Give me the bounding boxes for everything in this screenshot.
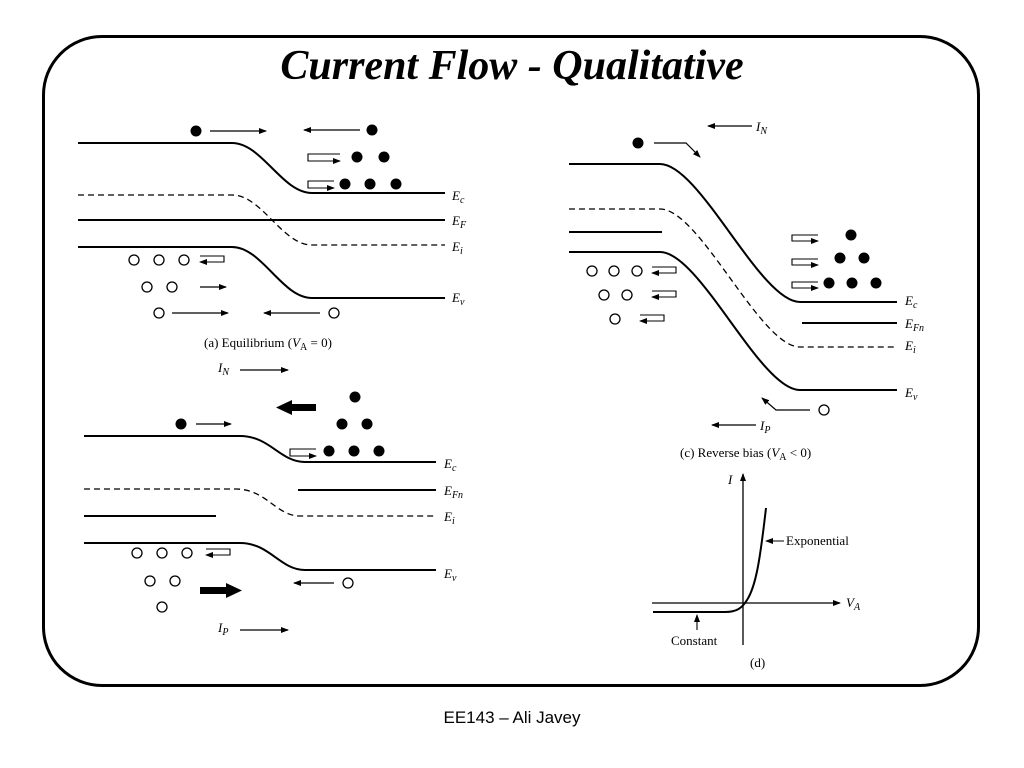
- electron: [339, 178, 351, 190]
- hole: [586, 265, 598, 277]
- electron-drift-arrow: [654, 142, 701, 158]
- electron: [175, 418, 187, 430]
- panel-a-ei-label: Ei: [451, 239, 463, 257]
- electron: [323, 445, 335, 457]
- electron: [351, 151, 363, 163]
- electron-reflect-arrow: [791, 234, 819, 244]
- panel-c-in-label: IN: [755, 119, 768, 137]
- panel-b-forward-bias: IN Ec EFn Ei Ev IP: [84, 360, 463, 638]
- panel-d-iv-curve: I VA Exponential Constant (d): [652, 472, 861, 670]
- hole: [153, 307, 165, 319]
- hole: [609, 313, 621, 325]
- panel-c-ev-band: [569, 251, 897, 391]
- hole-drift-arrow: [761, 397, 810, 411]
- panel-c-ec-band: [569, 163, 897, 303]
- iv-y-axis-label: I: [727, 472, 733, 487]
- hole: [141, 281, 153, 293]
- panel-c-caption: (c) Reverse bias (VA < 0): [680, 445, 811, 463]
- hole: [598, 289, 610, 301]
- electron: [834, 252, 846, 264]
- hole: [631, 265, 643, 277]
- hole: [153, 254, 165, 266]
- hole: [328, 307, 340, 319]
- panel-a-ec-band: [78, 142, 445, 194]
- hole-reflect-arrow: [199, 255, 225, 265]
- hole: [621, 289, 633, 301]
- electron: [870, 277, 882, 289]
- panel-a-ec-label: Ec: [451, 188, 465, 206]
- panel-a-ev-band: [78, 246, 445, 299]
- hole: [178, 254, 190, 266]
- panel-b-ei-line: [84, 488, 436, 517]
- iv-x-axis-label: VA: [846, 595, 861, 613]
- panel-c-ec-label: Ec: [904, 293, 918, 311]
- electron: [373, 445, 385, 457]
- electron: [349, 391, 361, 403]
- panel-a-equilibrium: Ec EF Ei Ev (a) Equilibrium (VA = 0): [78, 124, 467, 353]
- slide-footer: EE143 – Ali Javey: [443, 708, 581, 727]
- panel-c-ei-label: Ei: [904, 338, 916, 356]
- hole: [156, 601, 168, 613]
- panel-b-ec-label: Ec: [443, 456, 457, 474]
- electron: [390, 178, 402, 190]
- hole: [144, 575, 156, 587]
- panel-c-efn-label: EFn: [904, 316, 924, 334]
- constant-annotation: Constant: [671, 633, 718, 648]
- electron: [336, 418, 348, 430]
- electron: [846, 277, 858, 289]
- panel-b-ev-label: Ev: [443, 566, 457, 584]
- panel-c-ei-line: [569, 208, 897, 348]
- panel-b-ec-band: [84, 435, 436, 463]
- hole-reflect-arrow: [639, 314, 665, 324]
- panel-a-ef-label: EF: [451, 213, 467, 231]
- hole: [608, 265, 620, 277]
- electron: [364, 178, 376, 190]
- panel-a-ev-label: Ev: [451, 290, 465, 308]
- panel-b-ev-band: [84, 542, 436, 571]
- electron-reflect-arrow: [289, 448, 317, 459]
- panel-b-ei-label: Ei: [443, 509, 455, 527]
- hole-net-flow-arrow-head: [226, 583, 242, 598]
- electron: [361, 418, 373, 430]
- electron: [366, 124, 378, 136]
- hole-net-flow-arrow-body: [200, 587, 230, 594]
- slide-title: Current Flow - Qualitative: [280, 43, 744, 89]
- panel-b-in-label: IN: [217, 360, 230, 378]
- electron: [823, 277, 835, 289]
- electron-reflect-arrow: [791, 281, 819, 291]
- electron: [378, 151, 390, 163]
- hole-reflect-arrow: [651, 290, 677, 300]
- hole: [342, 577, 354, 589]
- hole-reflect-arrow: [651, 266, 677, 276]
- panel-c-ip-label: IP: [759, 418, 770, 436]
- electron: [632, 137, 644, 149]
- hole: [166, 281, 178, 293]
- electron-reflect-arrow: [307, 180, 335, 191]
- slide-frame: [42, 35, 980, 687]
- electron: [858, 252, 870, 264]
- hole: [169, 575, 181, 587]
- electron-net-flow-arrow-body: [286, 404, 316, 411]
- electron-reflect-arrow: [307, 153, 341, 164]
- electron-net-flow-arrow-head: [276, 400, 292, 415]
- electron: [348, 445, 360, 457]
- exponential-annotation: Exponential: [786, 533, 849, 548]
- hole: [156, 547, 168, 559]
- hole: [818, 404, 830, 416]
- panel-b-efn-label: EFn: [443, 483, 463, 501]
- hole: [128, 254, 140, 266]
- electron-reflect-arrow: [791, 258, 819, 268]
- hole-reflect-arrow: [205, 548, 231, 558]
- panel-a-caption: (a) Equilibrium (VA = 0): [204, 335, 332, 353]
- hole: [181, 547, 193, 559]
- panel-d-caption: (d): [750, 655, 765, 670]
- electron: [190, 125, 202, 137]
- panel-b-ip-label: IP: [217, 620, 228, 638]
- panel-c-ev-label: Ev: [904, 385, 918, 403]
- hole: [131, 547, 143, 559]
- panel-c-reverse-bias: IN Ec EFn Ei Ev IP (: [569, 119, 924, 463]
- iv-curve: [653, 507, 767, 613]
- electron: [845, 229, 857, 241]
